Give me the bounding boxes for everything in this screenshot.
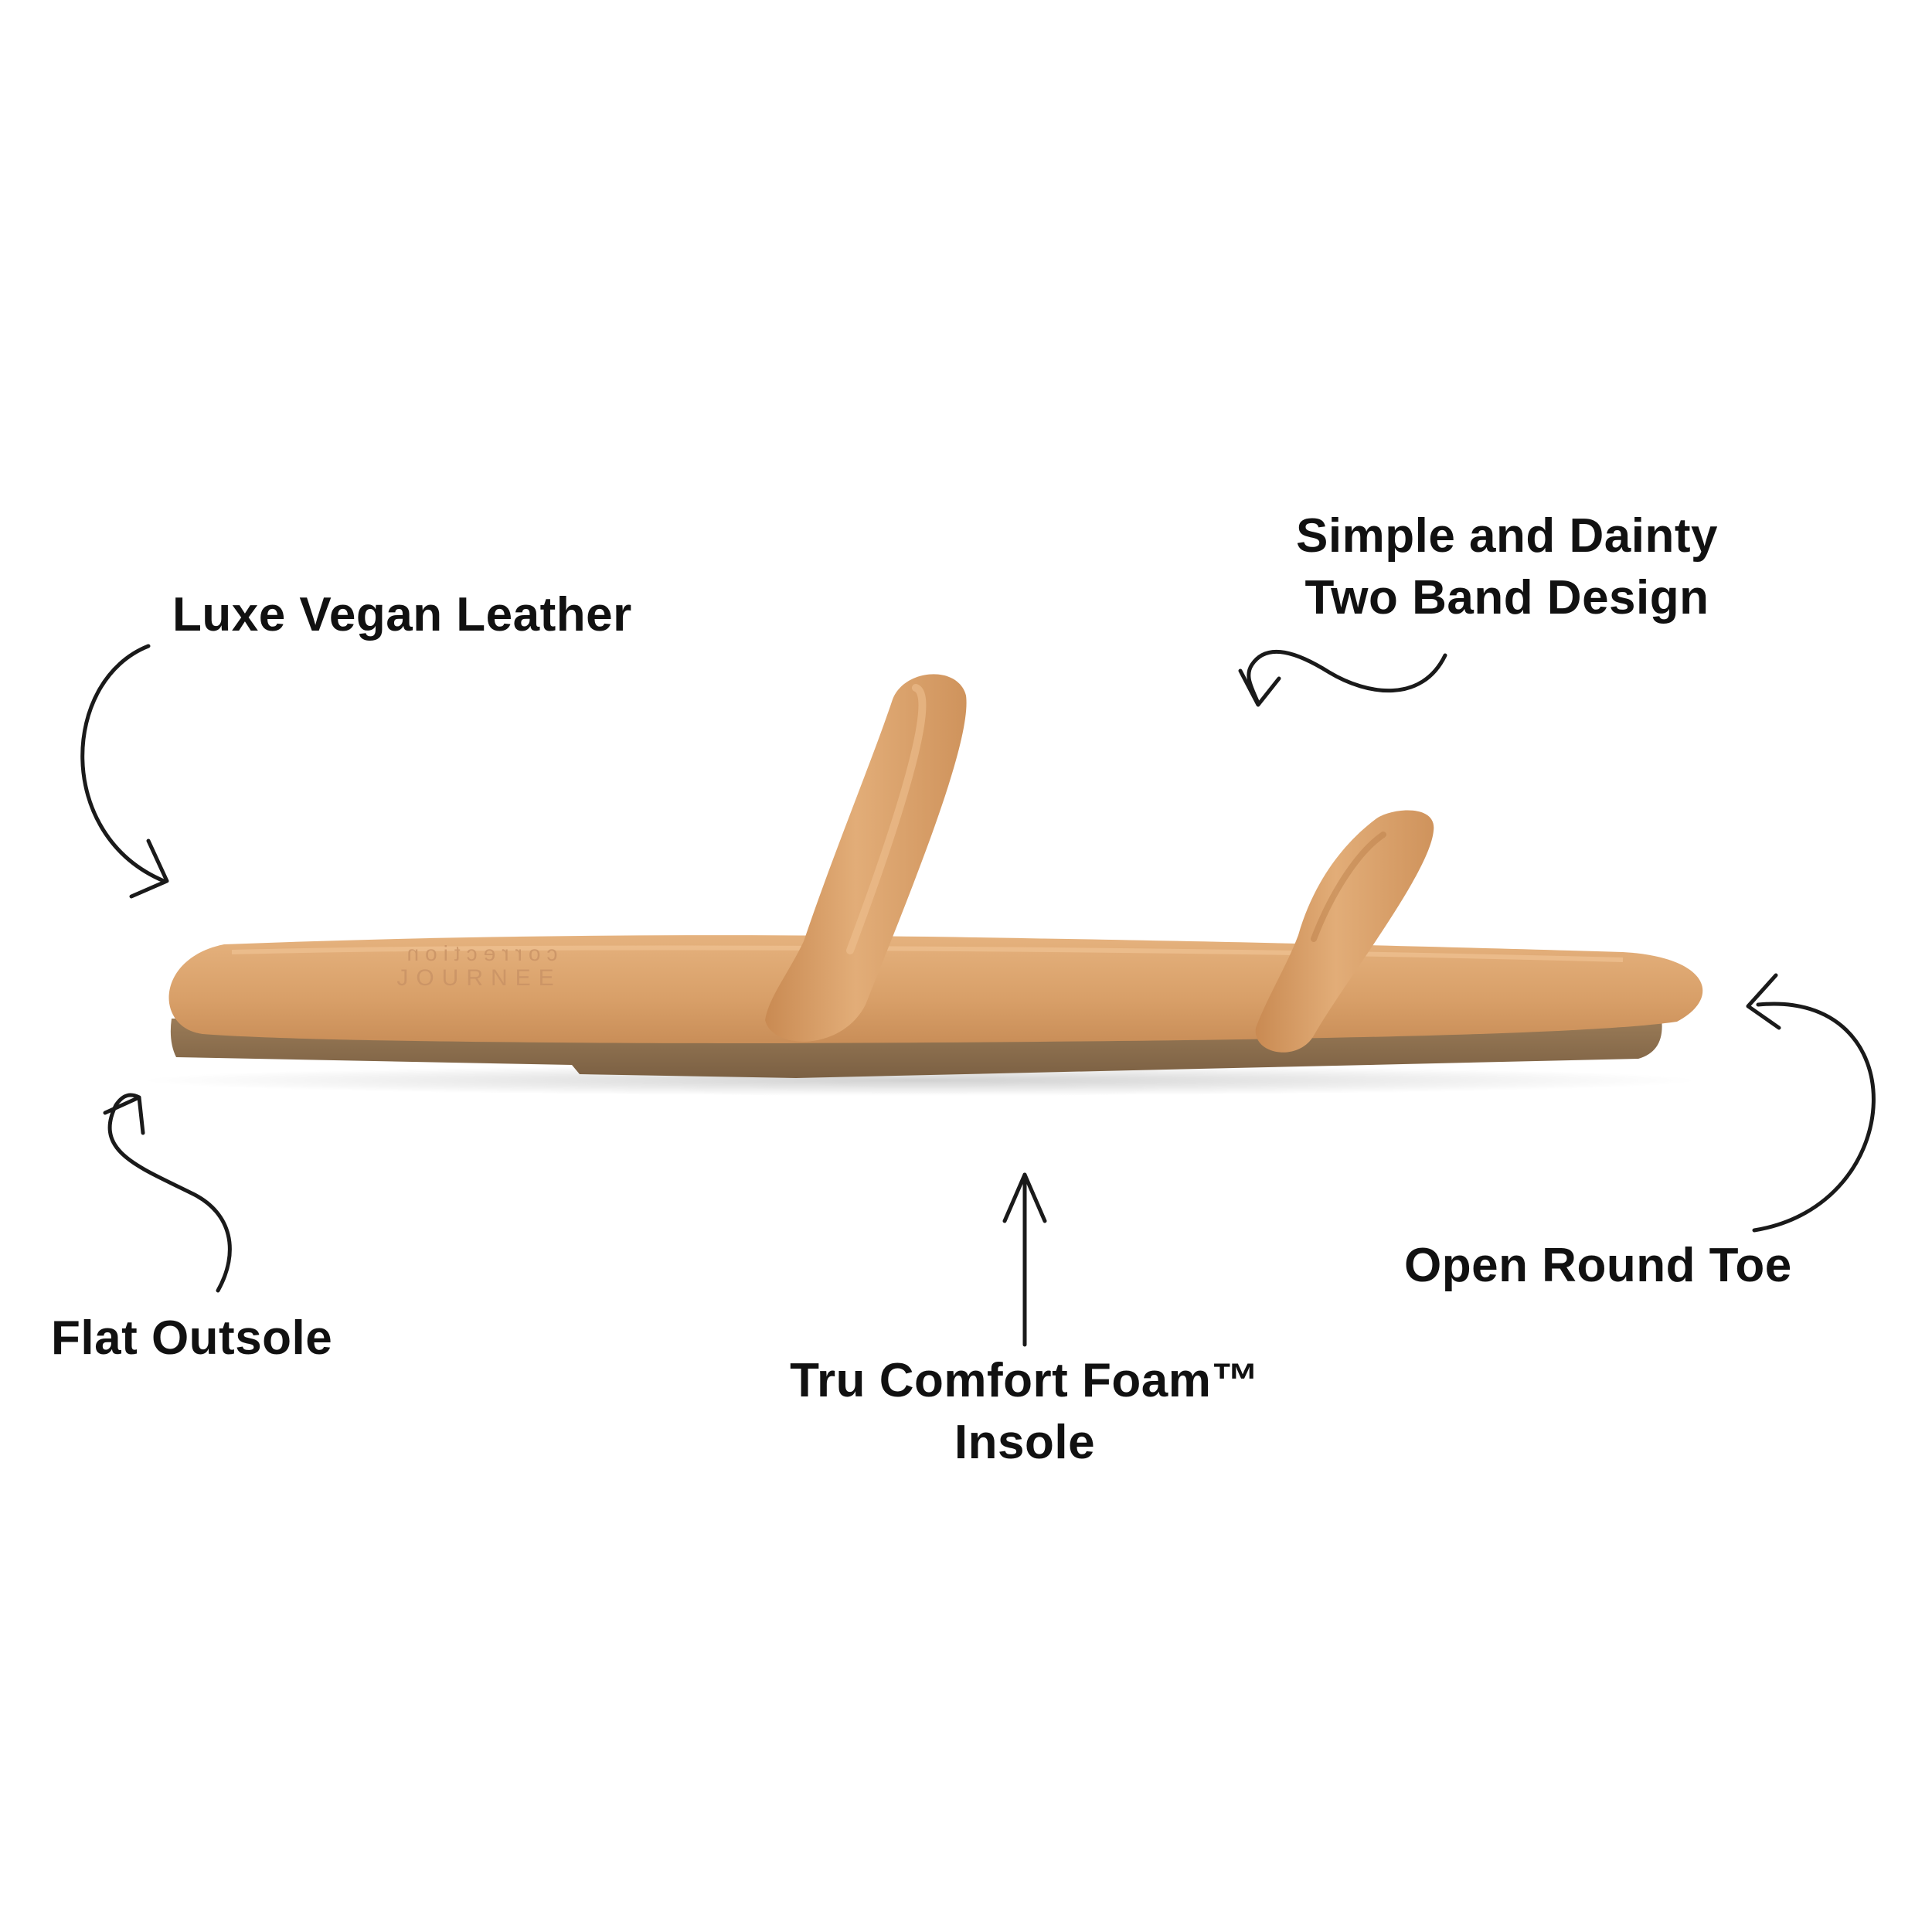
- curved-arrow-icon: [1752, 1002, 1876, 1233]
- curved-arrow-icon: [107, 1093, 232, 1293]
- callout-vegan-leather: Luxe Vegan Leather: [172, 584, 632, 646]
- callout-band-design-line-2: Two Band Design: [1304, 571, 1709, 624]
- curved-arrow-icon: [80, 644, 166, 883]
- arrow-head-band: [1238, 668, 1281, 707]
- front-strap-inner: [1311, 832, 1386, 942]
- arrow-head-insole: [1002, 1172, 1047, 1223]
- arrow-head-leather: [129, 838, 169, 899]
- arrow-head-outsole: [103, 1095, 145, 1135]
- callout-toe: Open Round Toe: [1404, 1235, 1792, 1297]
- insole-brand-line-1: correction: [401, 941, 558, 965]
- sandal-front-strap: [1255, 810, 1434, 1053]
- callout-band-design-line-1: Simple and Dainty: [1296, 509, 1718, 563]
- wavy-arrow-icon: [1247, 649, 1447, 706]
- arrow-head-toe: [1746, 973, 1781, 1030]
- callout-insole-line-1: Tru Comfort Foam™: [790, 1354, 1260, 1407]
- callout-band-design: Simple and Dainty Two Band Design: [1236, 505, 1777, 629]
- callout-outsole-text: Flat Outsole: [51, 1311, 333, 1365]
- callout-insole-line-2: Insole: [954, 1416, 1096, 1469]
- callout-toe-text: Open Round Toe: [1404, 1239, 1792, 1292]
- callout-outsole: Flat Outsole: [51, 1308, 332, 1369]
- sandal-rear-strap: [765, 674, 967, 1042]
- ground-shadow: [139, 1065, 1700, 1096]
- callout-insole: Tru Comfort Foam™ Insole: [754, 1350, 1295, 1474]
- insole-brand-line-2: JOURNEE: [396, 965, 561, 991]
- rear-strap-highlight: [846, 684, 927, 954]
- callout-vegan-leather-text: Luxe Vegan Leather: [172, 588, 632, 641]
